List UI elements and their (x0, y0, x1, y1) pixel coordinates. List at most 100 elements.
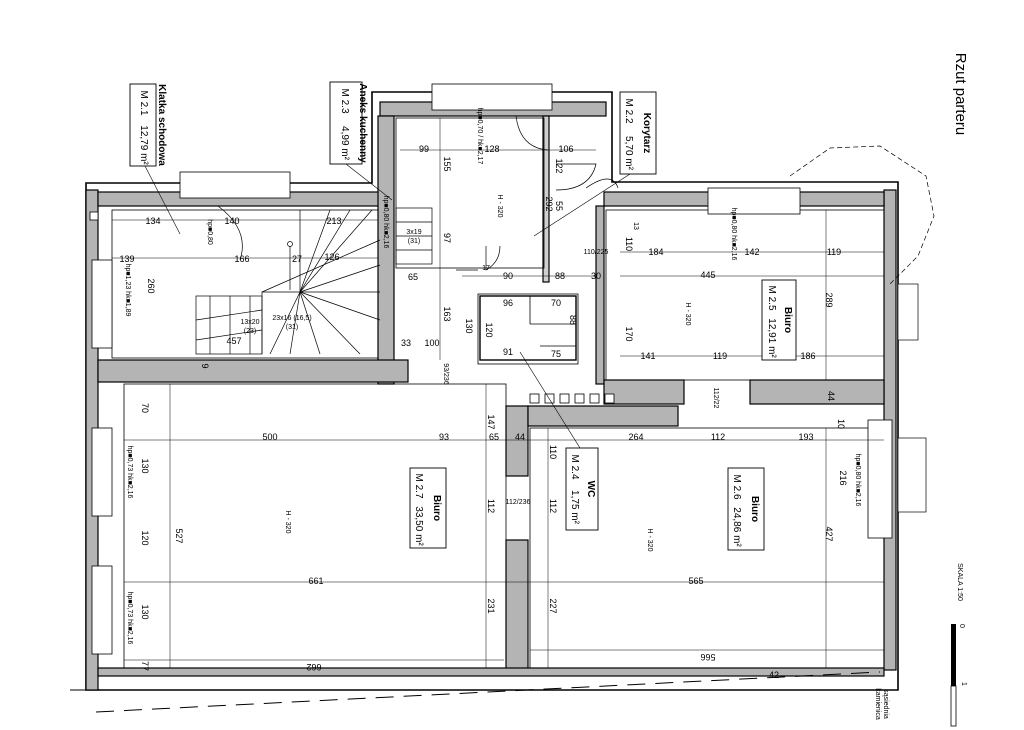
dimension-label: 9 (200, 363, 210, 368)
bay-window (789, 145, 935, 285)
neighbor-label-line2: kamienica (874, 688, 881, 720)
window-stair-top (179, 171, 291, 199)
dimension-label: 70 (140, 403, 150, 413)
doors (217, 115, 619, 271)
sheet-title: Rzut parteru (952, 53, 969, 136)
window-height-label: hp■0,80 hk■2,16 (730, 208, 737, 261)
dimension-label: 140 (224, 216, 239, 226)
dimension-label: 112 (711, 432, 725, 442)
wall-below-stair (97, 359, 409, 383)
stair-size-label: 3x19 (406, 229, 421, 236)
room-id: M 2.4 (569, 454, 580, 479)
dimension-label: 130 (140, 458, 150, 473)
window-height-label: hp■0,73 hk■2,16 (126, 446, 133, 499)
dimension-label: 99 (419, 144, 429, 154)
staircase (195, 207, 433, 355)
dimension-label: 70 (551, 298, 561, 308)
dimension-label: 30 (591, 271, 601, 281)
scale-bar-white (950, 685, 957, 727)
dimension-label: 128 (484, 144, 499, 154)
dimension-label: 93 (439, 432, 449, 442)
dimension-label: 147 (486, 414, 496, 429)
bottom-wall (97, 667, 885, 677)
dimension-label: 10 (836, 419, 846, 429)
room-2-7-label: Biuro M 2.7 33,50 m² (413, 473, 442, 546)
room-box-2-2 (619, 91, 657, 175)
dimension-label: 260 (146, 278, 156, 293)
dimension-label: 292 (544, 196, 554, 211)
scale-label: SKALA 1:50 (956, 563, 963, 601)
room-id: M 2.5 (766, 285, 777, 310)
dimension-label: 231 (486, 598, 496, 613)
balcony-right (897, 283, 919, 341)
neighbor-boundary (70, 671, 881, 713)
window-left-2 (91, 427, 113, 517)
balcony-right-lower (897, 437, 927, 513)
dimension-lines (112, 118, 884, 668)
room-name: Biuro (749, 496, 760, 522)
window-height-label: hp■0,80 hk■2,16 (854, 454, 861, 507)
room-2-3-label: Aneks kuchenny M 2.3 4,99 m² (339, 83, 368, 163)
room-id: M 2.1 (138, 90, 149, 115)
ducts (89, 211, 615, 404)
dimension-label: 427 (824, 526, 834, 541)
dimension-label: 661 (308, 576, 323, 586)
dimension-label: 110 (548, 445, 558, 459)
window-height-labels: hp■0,80 hp■0,70 / hk■2,17 hp■1,23 hk■1,8… (124, 108, 861, 645)
dimension-label: 42 (769, 670, 779, 680)
dimension-label: 65 (408, 272, 418, 282)
dimension-label: 33 (401, 338, 411, 348)
dimension-label: 27 (292, 254, 302, 264)
window-left-1 (91, 259, 113, 349)
dimension-label: 75 (551, 349, 561, 359)
dimension-label: 130 (464, 318, 474, 333)
wall-kitchen-corridor (542, 115, 550, 283)
room-id: M 2.2 (623, 98, 634, 123)
room-box-2-5 (761, 279, 797, 361)
height-label: H - 320 (496, 195, 503, 218)
dimension-label: 110 (624, 237, 634, 251)
window-kitchen-top (431, 83, 553, 111)
dimension-label: 122 (554, 158, 564, 173)
dimension-label: 566 (700, 652, 715, 662)
dimension-label: 445 (700, 270, 715, 280)
dimension-label: 77 (140, 661, 150, 671)
height-label: H - 320 (684, 303, 691, 326)
stair-size-label: 23x16 (16,5) (272, 315, 311, 322)
dimension-label: 289 (824, 292, 834, 307)
window-right-1 (867, 419, 893, 539)
dimension-label: 110/225 (584, 249, 609, 256)
room-name: Klatka schodowa (156, 84, 167, 166)
dimension-label: 88 (555, 271, 565, 281)
dimension-label: 130 (140, 604, 150, 619)
dimension-label: 65 (489, 432, 499, 442)
room-2-5-label: Biuro M 2.5 12,91 m² (766, 285, 793, 358)
room-id: M 2.3 (339, 88, 350, 113)
room-box-2-3 (329, 81, 363, 165)
dimension-label: 13 (632, 222, 639, 230)
dimension-label: 184 (648, 247, 663, 257)
room-name: Biuro (431, 495, 442, 521)
wall-below-office25 (603, 379, 685, 405)
dimension-label: 120 (140, 530, 150, 545)
dimension-label: 97 (442, 233, 452, 243)
dimension-label: 227 (548, 598, 558, 613)
neighbor-label: sąsiednia kamienica (874, 688, 889, 720)
scale-bar-black (951, 624, 956, 686)
dimension-label: 186 (800, 351, 815, 361)
scale-bar: SKALA 1:50 0 1 (950, 563, 967, 727)
window-height-label: hp■0,80 hk■2,16 (382, 196, 389, 249)
room-area: 4,99 m² (339, 126, 350, 161)
dimension-label: 119 (827, 247, 841, 257)
dimension-labels-horizontal: 134 140 213 139 166 27 126 457 99 128 10… (119, 144, 841, 680)
dimension-label: 96 (503, 298, 513, 308)
room-area: 12,79 m² (138, 125, 149, 165)
wall-below-office25-b (749, 379, 885, 405)
dimension-label: 44 (515, 432, 525, 442)
room-name: Aneks kuchenny (357, 83, 368, 163)
height-label: H - 320 (284, 511, 291, 534)
dimension-labels-vertical: 260 9 155 97 163 93/236 130 120 88 122 2… (140, 156, 848, 671)
window-office25-top (707, 187, 801, 215)
dimension-label: 17 (482, 265, 490, 272)
room-2-6-label: Biuro M 2.6 24,86 m² (731, 474, 760, 547)
